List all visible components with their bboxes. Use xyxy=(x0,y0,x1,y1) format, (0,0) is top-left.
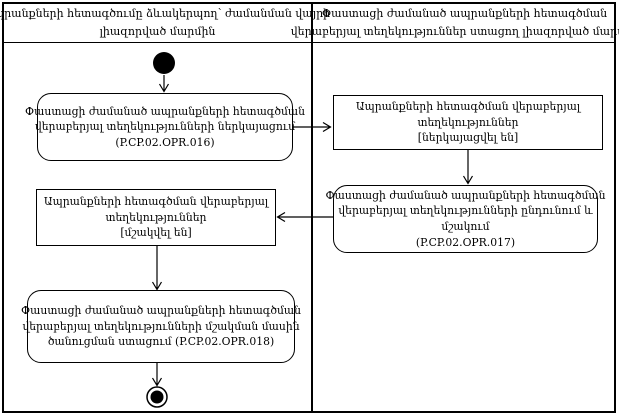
activity-text-line: վերաբերյալ տեղեկությունների մշակման մասի… xyxy=(22,319,300,333)
object-tracking-info-processed: Ապրանքների հետագծման վերաբերյալ տեղեկութ… xyxy=(36,189,276,246)
activity-text-line: Փաստացի ժամանած ապրանքների հետագծման xyxy=(21,304,302,318)
object-text-line: տեղեկություններ xyxy=(417,115,519,129)
connector-processed-to-notification xyxy=(151,246,163,291)
object-state-label: [մշակվել են] xyxy=(120,226,192,240)
object-tracking-info-submitted: Ապրանքների հետագծման վերաբերյալ տեղեկութ… xyxy=(333,95,603,150)
connector-submitted-to-process xyxy=(462,150,474,185)
activity-code: (P.CP.02.OPR.017) xyxy=(415,235,516,249)
final-node-core xyxy=(150,390,164,404)
lane-header-left-line: Ապրանքների հետագծումը ձևակերպող՝ ժամանմա… xyxy=(0,7,331,21)
activity-submit-tracking-info: Փաստացի ժամանած ապրանքների հետագծման վեր… xyxy=(25,93,305,161)
connector-notification-to-end xyxy=(151,363,163,387)
object-state-label: [ներկայացվել են] xyxy=(417,131,519,145)
object-text-line: Ապրանքների հետագծման վերաբերյալ xyxy=(43,195,269,209)
lane-header-right-line: վերաբերյալ տեղեկություններ ստացող լիազոր… xyxy=(290,24,619,38)
lane-header-left-line: լիազորված մարմին xyxy=(99,24,216,38)
initial-node xyxy=(153,52,175,74)
activity-text-line: Փաստացի ժամանած ապրանքների հետագծման xyxy=(325,188,606,202)
activity-text-line: վերաբերյալ տեղեկությունների ներկայացում xyxy=(34,120,296,134)
activity-text-line: վերաբերյալ տեղեկությունների ընդունում և xyxy=(338,204,593,218)
activity-text-line: մշակում xyxy=(441,220,490,233)
connector-start-to-submit xyxy=(158,75,170,93)
activity-text-line: ծանուցման ստացում (P.CP.02.OPR.018) xyxy=(47,335,275,349)
lane-header-right-line: Փաստացի ժամանած ապրանքների հետագծման xyxy=(321,7,608,21)
connector-process-to-processed xyxy=(276,211,333,223)
object-text-line: տեղեկություններ xyxy=(105,210,207,224)
activity-receive-processing-notification: Փաստացի ժամանած ապրանքների հետագծման վեր… xyxy=(21,290,301,363)
header-separator xyxy=(2,42,616,43)
lane-header-right: Փաստացի ժամանած ապրանքների հետագծման վեր… xyxy=(291,4,619,41)
lane-divider xyxy=(311,2,313,413)
lane-header-left: Ապրանքների հետագծումը ձևակերպող՝ ժամանմա… xyxy=(0,4,330,41)
activity-text-line: Փաստացի ժամանած ապրանքների հետագծման xyxy=(25,104,306,118)
activity-receive-and-process-info: Փաստացի ժամանած ապրանքների հետագծման վեր… xyxy=(326,185,606,253)
object-text-line: Ապրանքների հետագծման վերաբերյալ xyxy=(355,100,581,114)
activity-code: (P.CP.02.OPR.016) xyxy=(115,135,215,149)
